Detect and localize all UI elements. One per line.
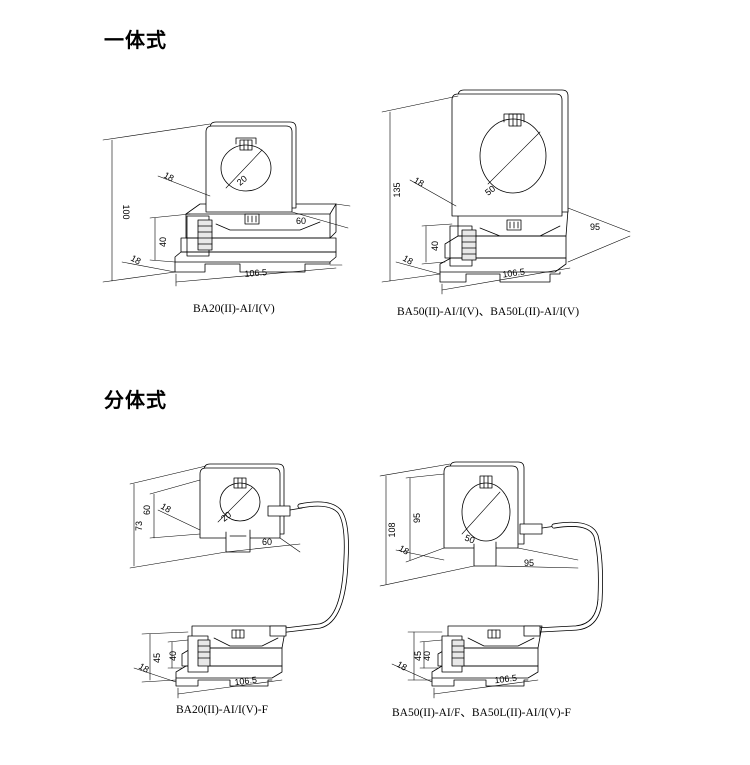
figure-ba50-split: [379, 461, 603, 699]
dim-label-base-outer: 45: [413, 651, 423, 661]
dim-label-inner-height: 95: [412, 513, 422, 523]
dim-label-length: 106.5: [502, 267, 526, 280]
dim-label-base-inner: 40: [168, 651, 178, 661]
figure-caption: BA50(II)-AI/I(V)、BA50L(II)-AI/I(V): [397, 306, 580, 318]
figure-caption: BA20(II)-AI/I(V): [193, 303, 275, 315]
sensor-head: [451, 89, 569, 217]
figure-ba50-integrated: [381, 89, 631, 295]
sensor-head: [199, 463, 303, 553]
figure-ba20-split: [129, 463, 349, 699]
dimension-lines: [381, 95, 631, 295]
dimension-lines: [379, 463, 579, 699]
dim-label-length: 106.5: [244, 267, 267, 279]
dimension-lines: [129, 465, 301, 699]
dim-label-base-outer: 45: [152, 653, 162, 663]
dim-label-depth-top: 18: [397, 543, 411, 557]
dimension-lines: [102, 123, 351, 287]
figure-ba20-integrated: [102, 121, 351, 287]
dim-label-length: 106.5: [234, 675, 258, 688]
dim-label-base-depth: 18: [401, 253, 415, 267]
dim-label-height: 100: [121, 204, 131, 219]
dim-label-hole: 20: [235, 173, 249, 187]
dim-label-height: 135: [392, 182, 402, 197]
dim-label-depth-top: 18: [162, 170, 176, 184]
figure-caption: BA50(II)-AI/F、BA50L(II)-AI/I(V)-F: [392, 707, 571, 719]
dim-label-width: 60: [262, 537, 272, 547]
dim-label-width: 60: [296, 216, 306, 226]
dim-label-hole: 50: [463, 533, 476, 546]
dim-label-outer-height: 73: [134, 521, 144, 531]
dim-label-hole: 50: [483, 184, 497, 198]
dim-label-hole: 20: [219, 510, 233, 524]
section-title-split: 分体式: [104, 388, 167, 412]
dim-label-depth-top: 18: [412, 175, 426, 189]
sensor-head: [443, 461, 557, 567]
dim-label-base-depth: 18: [137, 661, 151, 675]
dim-label-length: 106.5: [494, 673, 518, 686]
dim-label-base-depth: 18: [395, 659, 409, 673]
din-rail-base: [431, 625, 543, 687]
section-title-integrated: 一体式: [104, 28, 167, 52]
figure-caption: BA20(II)-AI/I(V)-F: [176, 704, 268, 716]
din-rail-base: [174, 203, 337, 273]
dim-label-width: 95: [524, 558, 534, 568]
cable: [535, 521, 603, 633]
din-rail-base: [439, 209, 569, 283]
dim-label-depth-top: 18: [159, 501, 173, 515]
sensor-head: [205, 121, 297, 213]
dim-label-inner-height: 60: [142, 505, 152, 515]
dim-label-base-height: 40: [430, 241, 440, 251]
din-rail-base: [175, 625, 287, 687]
dim-label-base-height: 40: [158, 237, 168, 247]
cable: [283, 501, 349, 633]
dim-label-width: 95: [590, 222, 600, 232]
dim-label-base-depth: 18: [129, 253, 143, 267]
dim-label-outer-height: 108: [387, 522, 397, 537]
dim-label-base-inner: 40: [422, 651, 432, 661]
